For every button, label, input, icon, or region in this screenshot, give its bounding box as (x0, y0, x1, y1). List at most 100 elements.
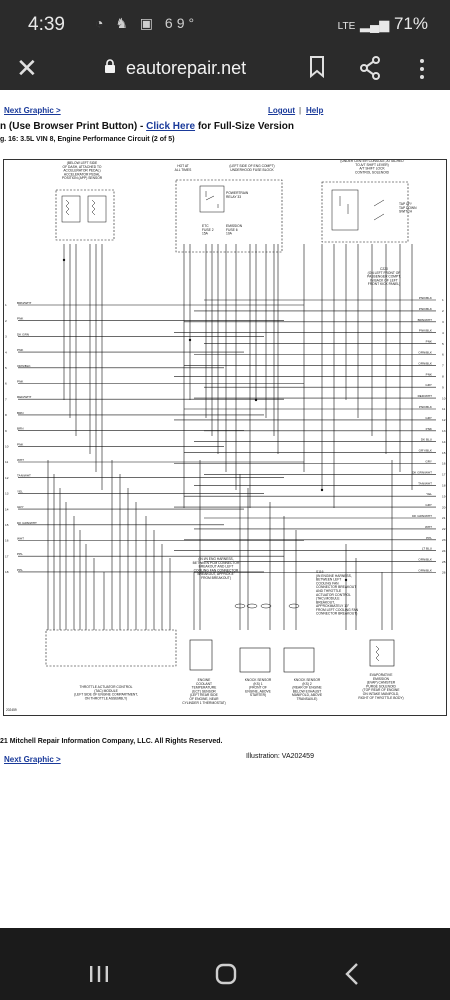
right-color-12: GRY (425, 416, 432, 420)
back-icon[interactable] (344, 962, 360, 986)
left-color-4: PNK (17, 348, 24, 352)
status-right: LTE ▂▄▆ 71% (338, 14, 428, 34)
right-color-8: PNK (426, 372, 433, 376)
right-pin-14: 14 (442, 440, 446, 444)
right-color-10: RED/WHT (418, 394, 433, 398)
next-graphic-link-bottom[interactable]: Next Graphic > (4, 755, 61, 764)
left-color-15: DK GRN/WHT (17, 521, 37, 525)
logout-link[interactable]: Logout (268, 106, 296, 115)
fuse-block-label: (LEFT SIDE OF ENG COMPT)UNDERHOOD FUSE B… (229, 164, 274, 172)
copyright-text: 21 Mitchell Repair Information Company, … (0, 738, 223, 745)
print-instructions: n (Use Browser Print Button) - Click Her… (0, 121, 294, 132)
right-pin-23: 23 (442, 538, 446, 542)
left-color-2: PNK (17, 317, 24, 321)
powertrain-relay-box (199, 185, 225, 213)
temperature: 69° (164, 15, 199, 31)
home-icon[interactable] (214, 962, 238, 986)
splice-dot-2 (254, 398, 258, 402)
right-pin-22: 22 (442, 527, 446, 531)
knock1-box (239, 647, 271, 673)
left-color-11: WHT (17, 458, 24, 462)
more-menu-icon[interactable] (418, 58, 426, 80)
left-color-1: BRN/WHT (17, 301, 32, 305)
right-color-26: ORN/BLK (418, 569, 433, 573)
splice-dot-3 (320, 488, 324, 492)
left-color-18: PPL (17, 568, 23, 572)
left-pin-3: 3 (5, 335, 7, 339)
right-color-9: GRY (425, 383, 432, 387)
left-color-10: PNK (17, 442, 24, 446)
right-color-17: DK GRN/WHT (412, 470, 432, 474)
next-graphic-link[interactable]: Next Graphic > (4, 106, 61, 115)
right-pin-10: 10 (442, 396, 446, 400)
tap-switch-contacts (339, 196, 385, 221)
right-color-6: ORN/BLK (418, 351, 433, 355)
left-pin-16: 16 (5, 539, 9, 543)
left-color-8: BRN (17, 411, 24, 415)
right-pin-26: 26 (442, 571, 446, 575)
right-pin-8: 8 (442, 375, 444, 379)
right-color-24: LT BLU (422, 547, 432, 551)
left-pin-4: 4 (5, 350, 7, 354)
figure-id: 202459 (6, 708, 17, 712)
evap-box (369, 639, 395, 667)
navigation-bar (0, 948, 450, 1000)
web-page: Next Graphic > Logout | Help n (Use Brow… (0, 90, 450, 928)
right-pin-12: 12 (442, 418, 446, 422)
evap-coil (375, 645, 380, 662)
left-color-7: RED/WHT (17, 395, 32, 399)
relay-switch (205, 191, 219, 208)
left-pin-2: 2 (5, 319, 7, 323)
browser-toolbar: ✕ eautorepair.net (0, 50, 450, 90)
left-color-6: PNK (17, 380, 24, 384)
right-pin-20: 20 (442, 505, 446, 509)
left-pin-13: 13 (5, 492, 9, 496)
tac-module-box (45, 629, 177, 667)
right-pin-18: 18 (442, 484, 446, 488)
app-sensor-resistor-2 (91, 199, 96, 216)
knock2-box (283, 647, 315, 673)
app-sensor-box (55, 189, 115, 241)
right-color-11: PNK/BLK (419, 405, 433, 409)
right-color-5: PNK (426, 340, 433, 344)
right-pin-1: 1 (442, 298, 444, 302)
right-pin-15: 15 (442, 451, 446, 455)
shift-lock-solenoid-box (331, 189, 359, 231)
right-color-16: GRY (425, 460, 432, 464)
right-pin-3: 3 (442, 320, 444, 324)
notification-icons: ◔ ♞ ▣ 69° (95, 15, 198, 32)
left-pin-6: 6 (5, 382, 7, 386)
share-icon[interactable] (359, 56, 381, 80)
help-link[interactable]: Help (306, 106, 324, 115)
shield-ellipse-3 (288, 603, 300, 609)
left-pin-17: 17 (5, 554, 9, 558)
wiring-note-label: (IN I/N ENG HARNESS,BETWEEN PCM CONNECTO… (193, 557, 240, 580)
right-color-2: PNK/BLK (419, 307, 433, 311)
status-bar: 4:39 ◔ ♞ ▣ 69° LTE ▂▄▆ 71% (0, 0, 450, 50)
left-color-13: YEL (17, 489, 23, 493)
signal-icon: ▂▄▆ (360, 17, 390, 32)
close-icon[interactable]: ✕ (16, 53, 38, 83)
left-pin-11: 11 (5, 460, 8, 464)
url-field[interactable]: eautorepair.net (104, 58, 246, 79)
click-here-link[interactable]: Click Here (146, 121, 196, 132)
right-color-3: BRN/WHT (418, 318, 433, 322)
bookmark-icon[interactable] (309, 56, 325, 78)
url-domain: eautorepair.net (126, 58, 247, 78)
left-pin-12: 12 (5, 476, 9, 480)
right-pin-24: 24 (442, 549, 446, 553)
right-pin-11: 11 (442, 407, 445, 411)
right-color-14: DK BLU (421, 438, 432, 442)
right-pin-16: 16 (442, 462, 446, 466)
right-pin-2: 2 (442, 309, 444, 313)
recent-apps-icon[interactable] (88, 964, 110, 984)
right-color-20: GRY (425, 503, 432, 507)
right-pin-6: 6 (442, 353, 444, 357)
